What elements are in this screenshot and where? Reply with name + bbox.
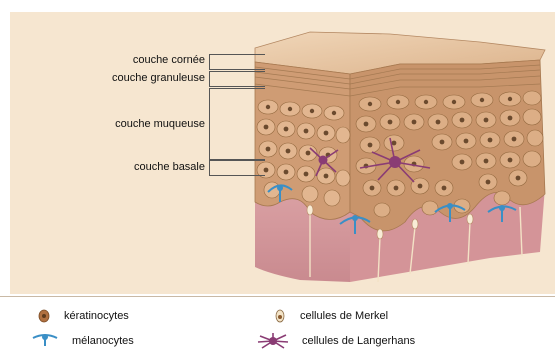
keratinocyte-icon	[36, 309, 52, 323]
legend-label-langerhans: cellules de Langerhans	[302, 335, 415, 347]
layer-label-spinous: couche muqueuse	[20, 118, 205, 130]
legend-label-keratinocytes: kératinocytes	[64, 310, 129, 322]
legend-item-merkel: cellules de Merkel	[272, 309, 388, 323]
langerhans-cell-icon	[256, 331, 290, 351]
bracket-basal	[209, 160, 265, 176]
legend-item-langerhans: cellules de Langerhans	[256, 331, 415, 351]
bracket-corneum	[209, 54, 265, 70]
layer-label-corneum: couche cornée	[20, 54, 205, 66]
merkel-cell-icon	[272, 309, 288, 323]
legend-label-melanocytes: mélanocytes	[72, 335, 134, 347]
legend-item-melanocytes: mélanocytes	[30, 333, 134, 349]
bracket-spinous	[209, 88, 265, 160]
layer-label-granular: couche granuleuse	[20, 72, 205, 84]
legend: kératinocytes mélanocytes cellules de Me…	[0, 296, 555, 359]
bracket-granular	[209, 71, 265, 87]
legend-label-merkel: cellules de Merkel	[300, 310, 388, 322]
layer-label-basal: couche basale	[20, 161, 205, 173]
melanocyte-icon	[30, 333, 60, 349]
legend-item-keratinocytes: kératinocytes	[36, 309, 129, 323]
epidermis-diagram: couche cornée couche granuleuse couche m…	[10, 12, 555, 294]
